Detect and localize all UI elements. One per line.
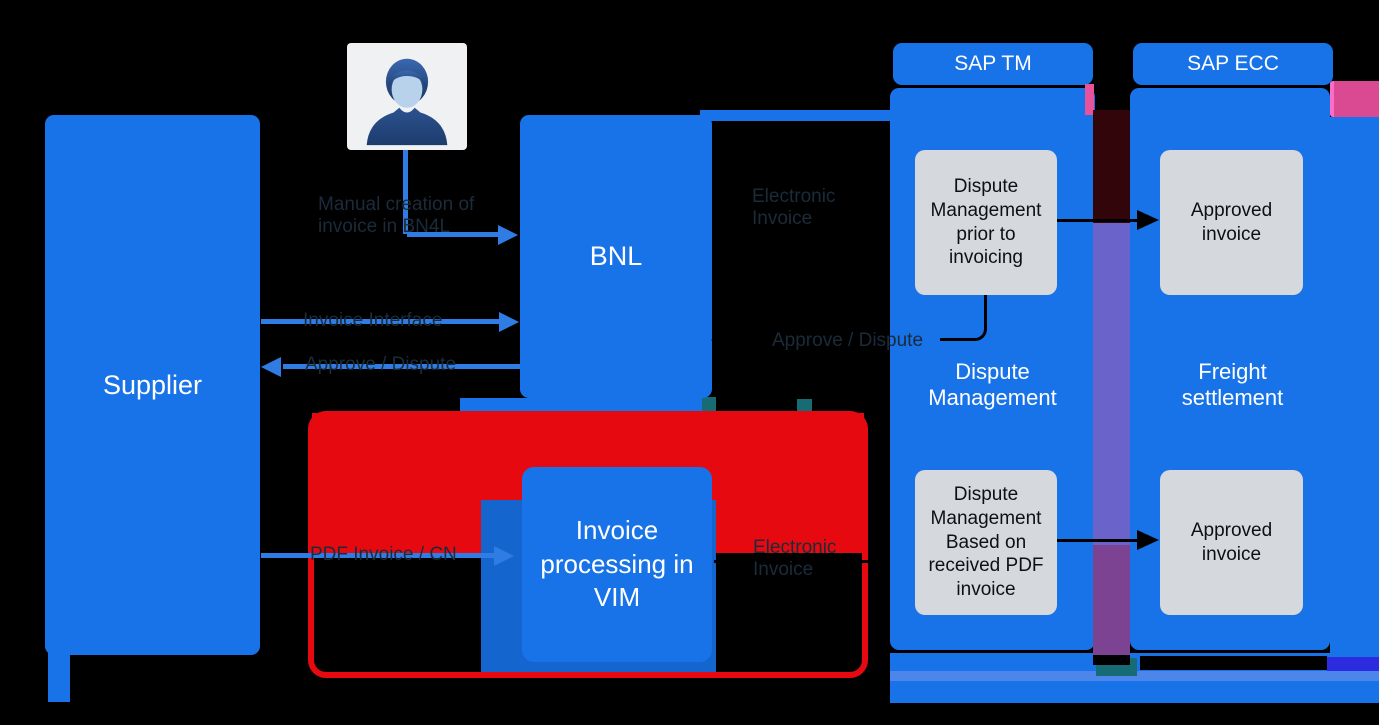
approved-invoice-bottom-label: Approved invoice [1190,519,1273,565]
indigo-stripe [1327,657,1379,671]
band-purple [1093,223,1130,545]
approve-dispute-supplier-arrowhead [261,357,281,377]
band-plum [1093,545,1130,655]
manual-creation-arrowhead [498,225,518,245]
freight-settlement-label: Freight settlement [1181,358,1284,410]
tm-to-ecc-top-arrowhead [1137,210,1159,230]
approve-dispute-bnl-label: Approve / Dispute [772,330,924,351]
tm-to-ecc-bottom-line [1057,539,1141,542]
dispute-management-label: Dispute Management [928,358,1057,410]
sap-tm-header: SAP TM [893,43,1093,85]
pink-sliver-tm [1085,84,1094,115]
invoice-interface-line [261,319,501,324]
pdf-invoice-line [261,553,495,558]
supplier-shadow-tab [48,652,70,702]
approved-invoice-top-label: Approved invoice [1190,199,1273,245]
manual-creation-line [407,232,499,237]
supplier-label: Supplier [102,369,203,400]
dispute-prior-box-label: Dispute Management prior to invoicing [930,176,1042,269]
electronic-invoice-top-line [712,209,888,212]
approve-dispute-bnl-line [714,338,772,341]
pdf-invoice-label: PDF Invoice / CN [310,544,457,565]
approve-dispute-elbow-line [940,295,987,341]
electronic-invoice-top-label: Electronic Invoice [752,186,836,229]
band-maroon [1093,110,1130,223]
person-icon [366,58,448,146]
electronic-invoice-bottom-line [714,560,888,563]
band-black [1093,655,1130,665]
tm-to-ecc-bottom-arrowhead [1137,530,1159,550]
tm-to-ecc-top-line [1057,219,1141,222]
invoice-interface-arrowhead [499,312,519,332]
sap-ecc-right-extension [1330,117,1379,655]
approve-dispute-bnl-arrowhead [711,333,725,347]
person-connector-line [403,150,408,234]
approve-dispute-supplier-label: Approve / Dispute [305,354,457,375]
bnl-shadow-bar [460,398,710,411]
approve-dispute-supplier-line [283,364,521,369]
pdf-invoice-arrowhead [494,546,514,566]
supplier-node: Supplier [45,115,260,655]
teal-square-bnl [702,397,716,412]
vim-node: Invoice processing in VIM [522,467,712,662]
red-zone-border [308,411,868,678]
bottom-black-bar [1140,656,1327,670]
sap-ecc-header: SAP ECC [1133,43,1333,85]
pink-rect-ecc [1330,81,1379,117]
vim-label: Invoice processing in VIM [540,514,694,613]
invoice-interface-label: Invoice Interface [303,310,443,331]
top-connector-band [700,110,890,121]
sap-tm-header-label: SAP TM [954,52,1032,75]
dispute-pdf-box-label: Dispute Management Based on received PDF… [928,484,1044,601]
sap-ecc-header-label: SAP ECC [1187,52,1279,75]
electronic-invoice-bottom-label: Electronic Invoice [753,537,837,580]
person-panel [347,43,467,150]
bottom-band-stripe [890,671,1379,681]
teal-square-mid [797,399,812,411]
bnl-node: BNL [520,115,712,398]
bnl-label: BNL [589,241,643,271]
manual-creation-label: Manual creation of invoice in BN4L [318,194,475,237]
